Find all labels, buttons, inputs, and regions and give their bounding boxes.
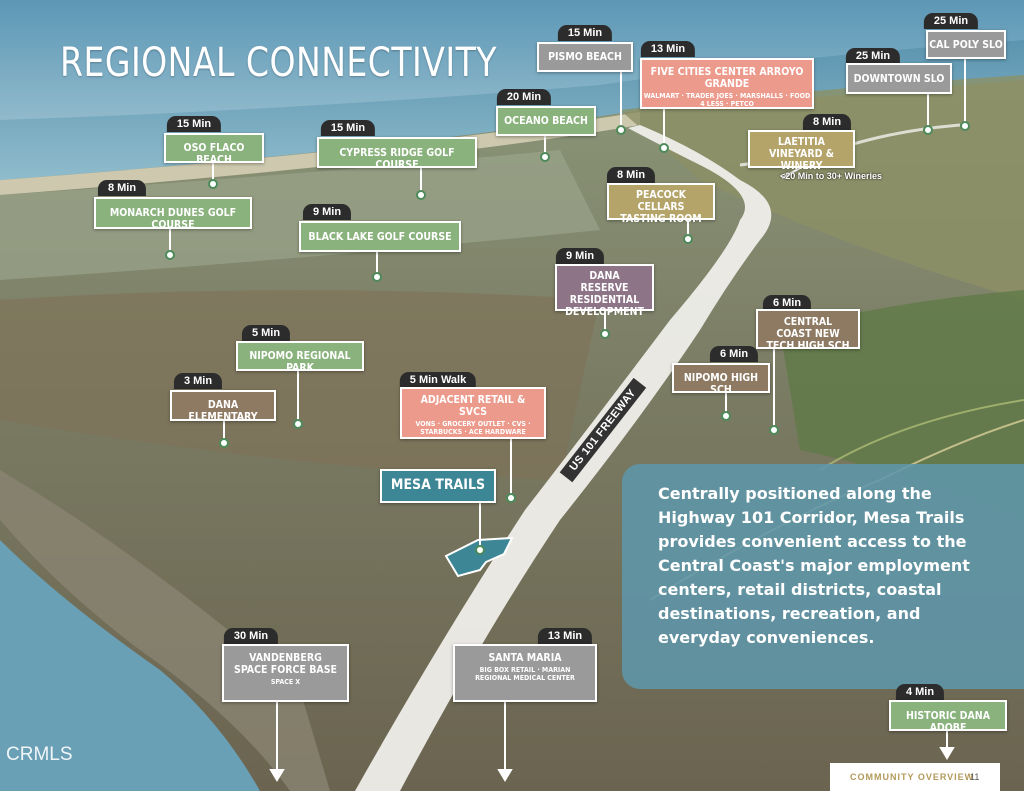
poi-label: SANTA MARIA bbox=[488, 652, 562, 664]
drive-time-badge: 25 Min bbox=[845, 48, 901, 64]
drive-time-badge: 13 Min bbox=[537, 628, 593, 644]
drive-time-badge: 5 Min bbox=[241, 325, 291, 341]
drive-time-badge: 30 Min bbox=[223, 628, 279, 644]
winery-note: <20 Min to 30+ Wineries bbox=[780, 171, 882, 181]
page-title: REGIONAL CONNECTIVITY bbox=[60, 40, 497, 86]
drive-time-badge: 4 Min bbox=[895, 684, 945, 700]
poi-label: CENTRAL COAST NEW TECH HIGH SCH bbox=[766, 316, 850, 353]
description-panel: Centrally positioned along the Highway 1… bbox=[622, 464, 1024, 689]
poi-label: CAL POLY SLO bbox=[929, 39, 1003, 51]
drive-time-badge: 3 Min bbox=[173, 373, 223, 389]
poi-label: LAETITIA VINEYARD & WINERY bbox=[769, 136, 834, 173]
poi-label: OSO FLACO BEACH bbox=[183, 142, 245, 167]
poi-sublabel: SPACE X bbox=[270, 678, 301, 687]
poi-label: ADJACENT RETAIL & SVCS bbox=[420, 394, 526, 419]
footer-section: COMMUNITY OVERVIEW bbox=[850, 772, 975, 782]
drive-time-badge: 5 Min Walk bbox=[399, 372, 477, 388]
poi-label: OCEANO BEACH bbox=[504, 115, 588, 127]
poi-label: PEACOCK CELLARS TASTING ROOM bbox=[620, 189, 702, 226]
drive-time-badge: 8 Min bbox=[606, 167, 656, 183]
drive-time-badge: 15 Min bbox=[166, 116, 222, 132]
poi-sublabel: BIG BOX RETAIL · MARIAN REGIONAL MEDICAL… bbox=[475, 666, 575, 683]
poi-label: CYPRESS RIDGE GOLF COURSE bbox=[339, 147, 455, 172]
drive-time-badge: 20 Min bbox=[496, 89, 552, 105]
poi-label: MESA TRAILS bbox=[390, 477, 486, 493]
poi-label: DOWNTOWN SLO bbox=[853, 73, 945, 85]
drive-time-badge: 8 Min bbox=[802, 114, 852, 130]
drive-time-badge: 15 Min bbox=[557, 25, 613, 41]
poi-label: FIVE CITIES CENTER ARROYO GRANDE bbox=[650, 66, 804, 91]
drive-time-badge: 9 Min bbox=[555, 248, 605, 264]
drive-time-badge: 8 Min bbox=[97, 180, 147, 196]
crmls-watermark: CRMLS bbox=[6, 744, 73, 765]
poi-label: DANA RESERVE RESIDENTIAL DEVELOPMENT bbox=[565, 270, 644, 319]
poi-label: PISMO BEACH bbox=[548, 51, 622, 63]
page-footer: COMMUNITY OVERVIEW 11 bbox=[830, 763, 1000, 791]
page-number: 11 bbox=[970, 772, 980, 782]
drive-time-badge: 15 Min bbox=[320, 120, 376, 136]
drive-time-badge: 9 Min bbox=[302, 204, 352, 220]
drive-time-badge: 6 Min bbox=[762, 295, 812, 311]
poi-label: NIPOMO HIGH SCH bbox=[683, 372, 759, 397]
drive-time-badge: 25 Min bbox=[923, 13, 979, 29]
poi-sublabel: WALMART · TRADER JOES · MARSHALLS · FOOD… bbox=[643, 92, 811, 109]
poi-label: DANA ELEMENTARY bbox=[188, 399, 258, 424]
poi-label: NIPOMO REGIONAL PARK bbox=[249, 350, 351, 375]
poi-label: HISTORIC DANA ADOBE bbox=[905, 710, 991, 735]
drive-time-badge: 13 Min bbox=[640, 41, 696, 57]
poi-label: BLACK LAKE GOLF COURSE bbox=[308, 231, 452, 243]
poi-label: VANDENBERG SPACE FORCE BASE bbox=[234, 652, 337, 677]
poi-sublabel: VONS · GROCERY OUTLET · CVS · STARBUCKS … bbox=[415, 420, 531, 437]
description-text: Centrally positioned along the Highway 1… bbox=[658, 484, 970, 647]
drive-time-badge: 6 Min bbox=[709, 346, 759, 362]
poi-label: MONARCH DUNES GOLF COURSE bbox=[109, 207, 237, 232]
